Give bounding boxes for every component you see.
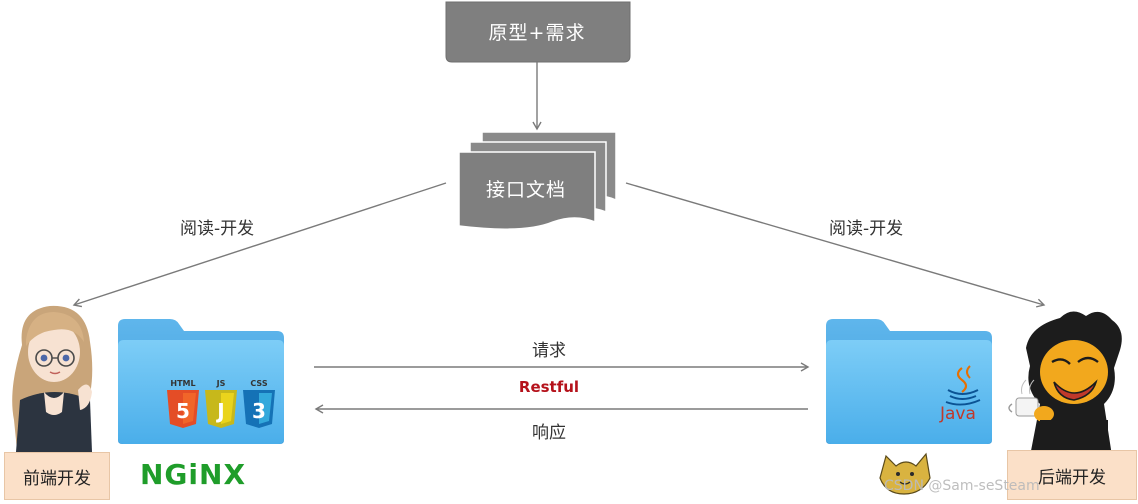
watermark: CSDN @Sam-seSteam — [884, 478, 1040, 494]
read-develop-left-label: 阅读-开发 — [180, 219, 255, 239]
api-doc-node — [458, 131, 617, 230]
request-label: 请求 — [532, 341, 566, 361]
restful-label: Restful — [518, 378, 580, 396]
backend-role-box: 后端开发 — [1007, 450, 1137, 500]
requirement-node — [445, 1, 631, 63]
arrow-doc-to-backend — [625, 182, 1046, 308]
svg-text:5: 5 — [176, 399, 190, 423]
frontend-role-box: 前端开发 — [4, 452, 110, 500]
svg-text:3: 3 — [252, 399, 266, 423]
html5-icon: 5 — [167, 390, 199, 428]
backend-developer-avatar — [1008, 311, 1122, 456]
tomcat-icon — [879, 452, 931, 495]
frontend-developer-avatar — [12, 305, 93, 460]
java-label: Java — [940, 404, 976, 424]
requirement-node-label: 原型+需求 — [488, 21, 586, 44]
css3-icon: 3 — [243, 390, 275, 428]
frontend-folder-icon — [118, 319, 284, 444]
backend-folder-icon — [826, 319, 992, 444]
js-icon: J — [205, 390, 237, 428]
svg-text:J: J — [215, 399, 224, 423]
response-label: 响应 — [532, 423, 566, 443]
read-develop-right-label: 阅读-开发 — [829, 219, 904, 239]
arrow-doc-to-frontend — [72, 182, 447, 308]
js-badge-label: JS — [216, 379, 226, 388]
html-badge-label: HTML — [170, 379, 196, 388]
css-badge-label: CSS — [250, 379, 268, 388]
api-doc-node-label: 接口文档 — [485, 178, 566, 201]
java-icon — [945, 365, 981, 406]
nginx-logo: NGiNX — [140, 458, 247, 491]
